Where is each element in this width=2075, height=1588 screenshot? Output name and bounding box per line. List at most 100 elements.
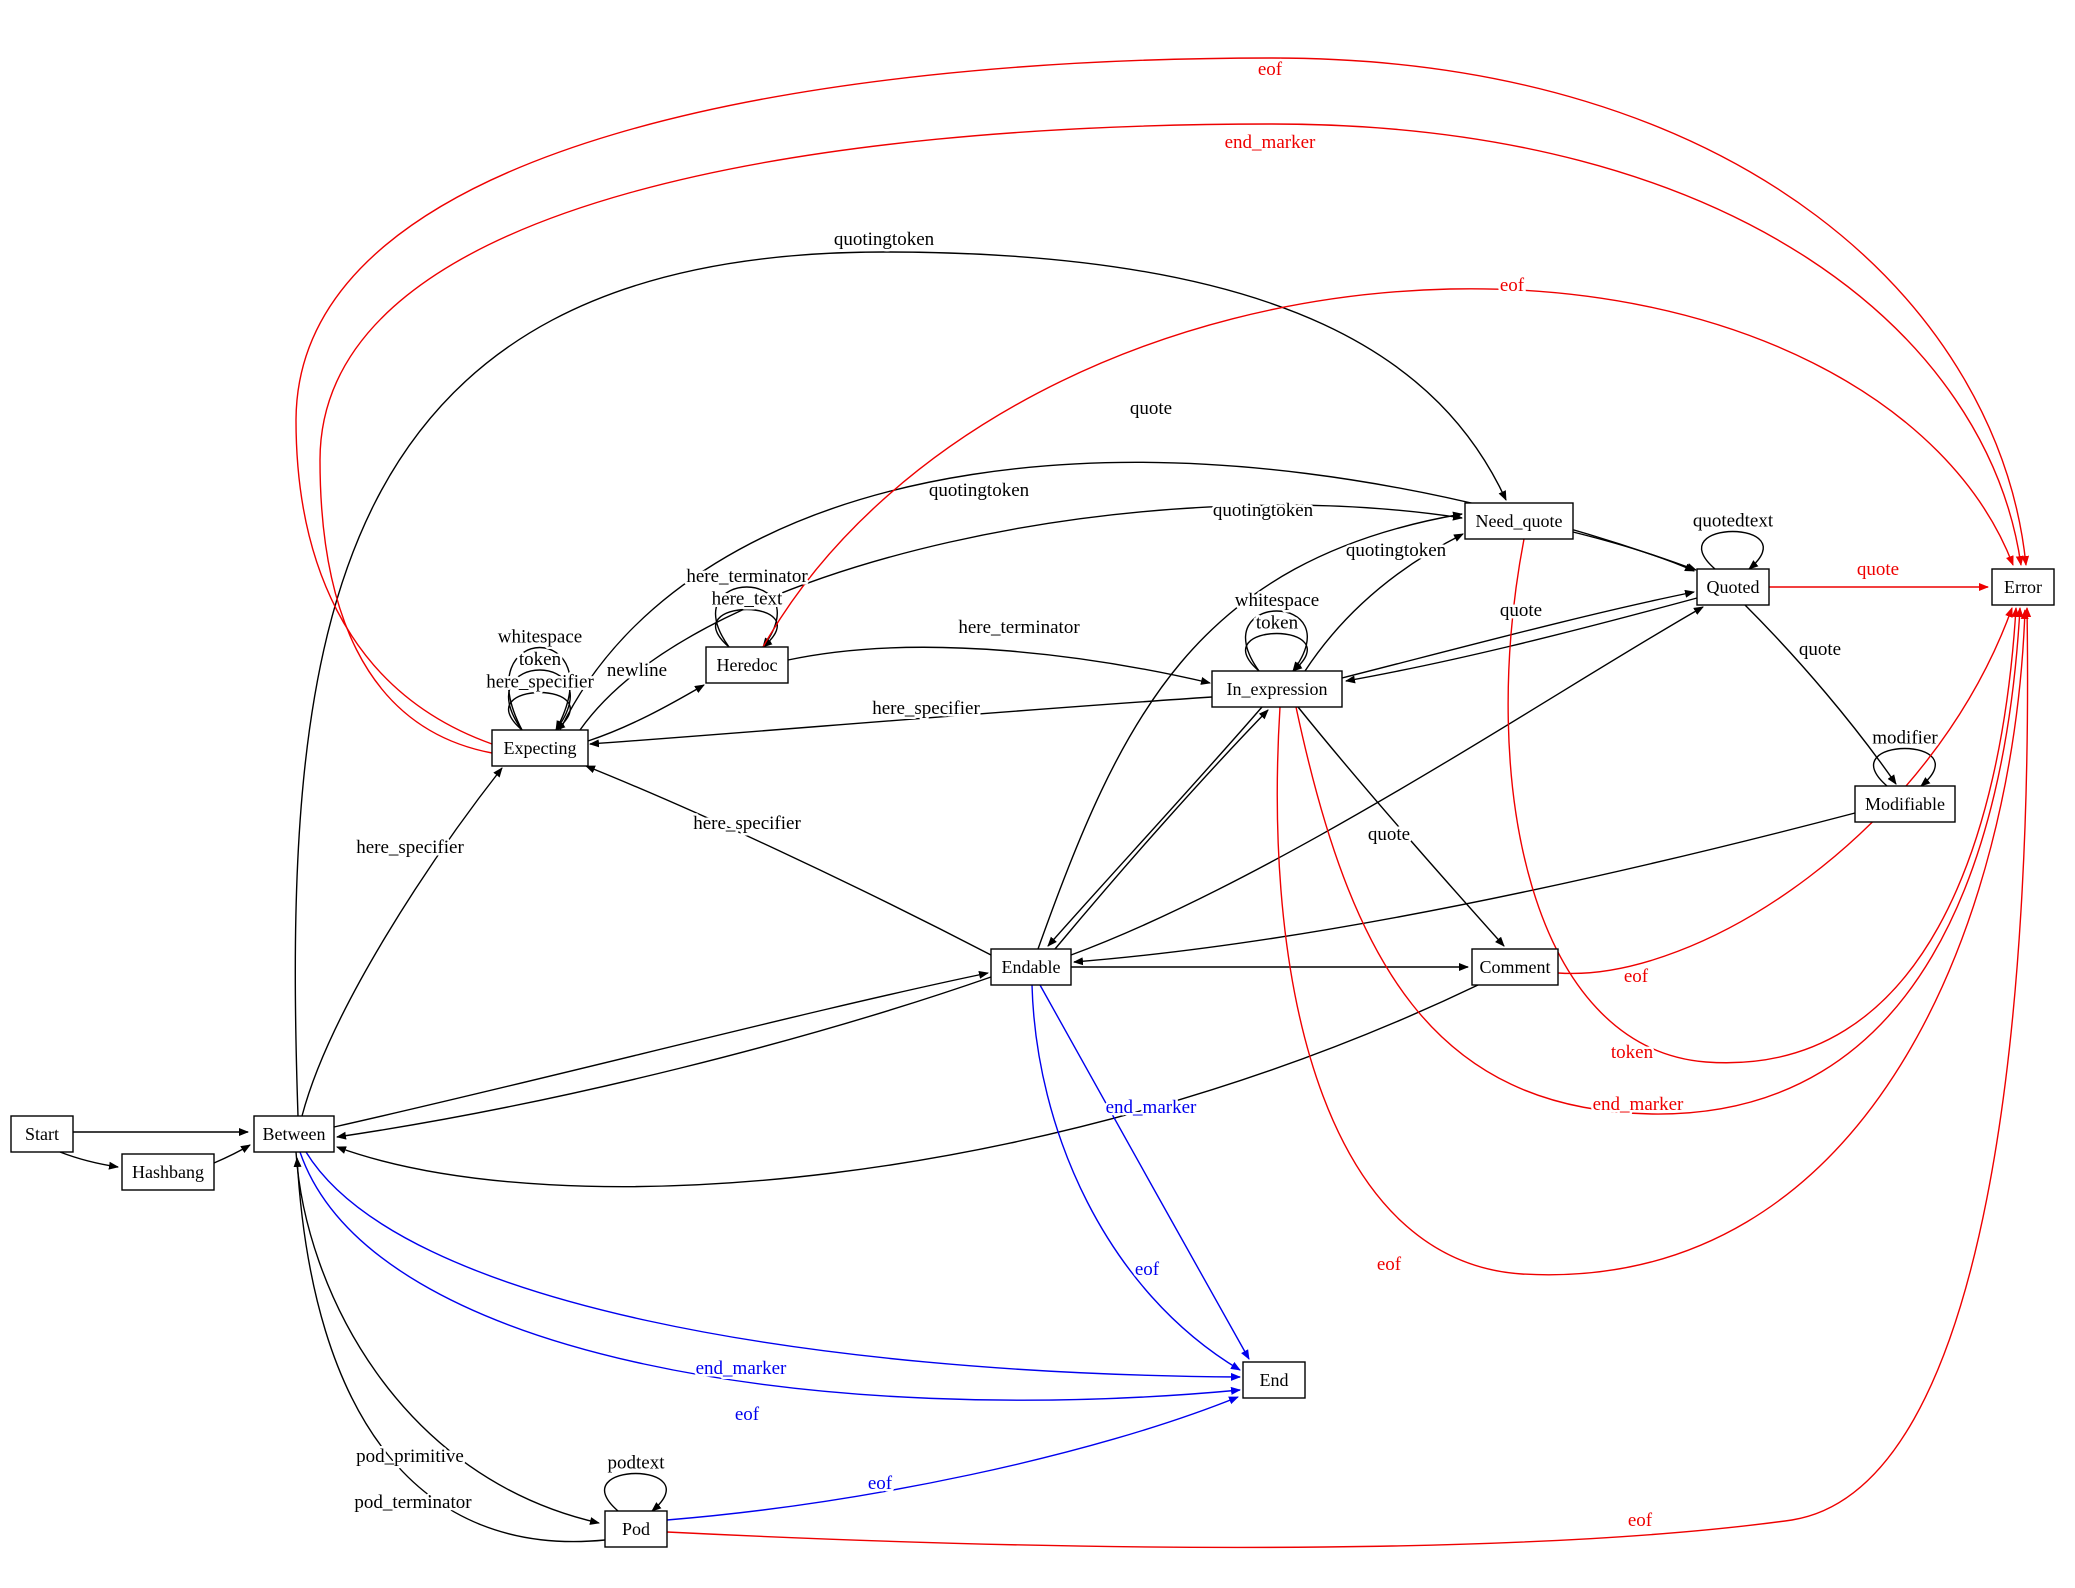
edge-label-quote: quote: [1799, 639, 1841, 660]
node-box-Modifiable: [1854, 785, 1956, 823]
edge-In_expression-Endable: [1047, 706, 1263, 947]
edge-label-eof: eof: [1377, 1254, 1402, 1275]
edge-label-quote: quote: [1368, 824, 1410, 845]
edge-Endable-Quoted-quote: [1070, 606, 1704, 956]
edge-label-eof: eof: [1135, 1259, 1160, 1280]
edge-In_expression-Need_quote-quotingtoken: [1304, 533, 1464, 672]
node-box-Expecting: [491, 729, 589, 767]
edge-In_expression-Error-eof: [1276, 609, 2029, 1276]
edge-Quoted-Quoted-quotedtext: [1700, 530, 1764, 570]
edge-In_expression-Quoted-quote: [1341, 589, 1695, 679]
edge-label-quotingtoken: quotingtoken: [1346, 540, 1447, 561]
edge-Endable-Between: [336, 976, 992, 1140]
node-Between: Between: [253, 1115, 335, 1153]
edge-Between-Expecting-here_specifier: [301, 767, 503, 1117]
edge-Start-Hashbang: [59, 1151, 119, 1170]
edge-Modifiable-Modifiable-modifier: [1872, 747, 1936, 787]
edge-Heredoc-In_expression-here_terminator: [787, 646, 1211, 685]
edge-Pod-Pod-podtext: [603, 1472, 667, 1512]
node-Expecting: Expecting: [491, 729, 589, 767]
node-Hashbang: Hashbang: [121, 1153, 215, 1191]
edge-Endable-Expecting-here_specifier: [585, 765, 992, 956]
edge-Heredoc-Heredoc-here_terminator: [714, 586, 778, 648]
edge-Expecting-Expecting-whitespace: [508, 646, 571, 731]
edge-Expecting-Quoted-quote: [559, 461, 1697, 731]
node-label-End: End: [1260, 1370, 1289, 1390]
node-label-Comment: Comment: [1480, 957, 1551, 977]
node-box-End: [1242, 1361, 1306, 1399]
node-box-Hashbang: [121, 1153, 215, 1191]
edge-Between-Endable: [333, 970, 989, 1128]
node-box-Error: [1991, 568, 2055, 606]
edge-Expecting-Expecting-token: [507, 669, 571, 731]
edge-label-eof: eof: [735, 1404, 760, 1425]
edge-Hashbang-Between: [213, 1144, 251, 1164]
node-box-Endable: [990, 948, 1072, 986]
edge-label-eof: eof: [868, 1473, 893, 1494]
edge-Pod-Error-eof: [666, 607, 2032, 1549]
edge-label-quote: quote: [1500, 600, 1542, 621]
edge-Expecting-Error-end_marker: [319, 123, 2024, 754]
edge-In_expression-In_expression-token: [1244, 632, 1308, 672]
edge-label-here_terminator: here_terminator: [958, 617, 1080, 638]
edge-In_expression-Expecting-here_specifier: [589, 696, 1213, 748]
edge-Between-Need_quote-quotingtoken: [294, 251, 1507, 1117]
edge-label-pod_primitive: pod_primitive: [356, 1446, 464, 1467]
node-box-Pod: [604, 1510, 668, 1548]
node-Error: Error: [1991, 568, 2055, 606]
edge-label-quote: quote: [1857, 559, 1899, 580]
edge-In_expression-Comment: [1297, 706, 1505, 947]
edge-label-here_specifier: here_specifier: [356, 837, 464, 858]
node-label-Start: Start: [25, 1124, 59, 1144]
edge-In_expression-Error-end_marker: [1295, 607, 2024, 1115]
node-box-In_expression: [1211, 670, 1343, 708]
edge-Expecting-Heredoc-newline: [587, 684, 705, 742]
edge-Expecting-Error-eof: [295, 57, 2030, 745]
edge-Between-End-end_marker: [305, 1151, 1241, 1381]
edge-label-here_text: here_text: [712, 589, 783, 610]
node-label-Hashbang: Hashbang: [132, 1162, 204, 1182]
edge-Between-End-eof: [299, 1151, 1241, 1401]
edge-Pod-Between-pod_terminator: [293, 1157, 606, 1543]
edge-Pod-End-eof: [666, 1396, 1239, 1521]
node-label-Quoted: Quoted: [1707, 577, 1760, 597]
edge-label-quotingtoken: quotingtoken: [1213, 500, 1314, 521]
node-label-Modifiable: Modifiable: [1865, 794, 1945, 814]
edge-label-quotingtoken: quotingtoken: [834, 229, 935, 250]
edge-label-pod_terminator: pod_terminator: [354, 1492, 472, 1513]
node-label-Heredoc: Heredoc: [717, 655, 778, 675]
edge-label-end_marker: end_marker: [1106, 1097, 1197, 1118]
node-Start: Start: [10, 1115, 74, 1153]
node-box-Quoted: [1696, 568, 1770, 606]
edge-label-modifier: modifier: [1872, 728, 1938, 749]
edge-label-end_marker: end_marker: [1225, 132, 1316, 153]
node-label-In_expression: In_expression: [1227, 679, 1328, 699]
node-label-Between: Between: [263, 1124, 326, 1144]
edge-label-here_terminator: here_terminator: [686, 566, 808, 587]
edge-label-token: token: [519, 649, 562, 670]
edge-Endable-In_expression: [1054, 709, 1269, 950]
edge-label-newline: newline: [607, 660, 667, 681]
node-box-Between: [253, 1115, 335, 1153]
node-Endable: Endable: [990, 948, 1072, 986]
edge-label-eof: eof: [1258, 59, 1283, 80]
node-In_expression: In_expression: [1211, 670, 1343, 708]
node-End: End: [1242, 1361, 1306, 1399]
node-Need_quote: Need_quote: [1464, 502, 1574, 540]
node-label-Pod: Pod: [622, 1519, 650, 1539]
edge-In_expression-In_expression-whitespace: [1244, 610, 1308, 672]
edge-Endable-End-eof: [1031, 984, 1241, 1371]
node-box-Need_quote: [1464, 502, 1574, 540]
edge-Heredoc-Error-eof: [762, 288, 2014, 648]
node-box-Start: [10, 1115, 74, 1153]
edge-label-here_specifier: here_specifier: [486, 672, 594, 693]
edge-Need_quote-Quoted: [1572, 531, 1695, 572]
edge-labels-layer: here_specifiertokenwhitespacehere_texthe…: [352, 57, 1941, 1534]
edge-label-podtext: podtext: [608, 1453, 666, 1474]
edge-Modifiable-Endable: [1073, 812, 1856, 966]
node-box-Heredoc: [705, 646, 789, 684]
node-Pod: Pod: [604, 1510, 668, 1548]
edge-Comment-Between: [336, 984, 1479, 1188]
